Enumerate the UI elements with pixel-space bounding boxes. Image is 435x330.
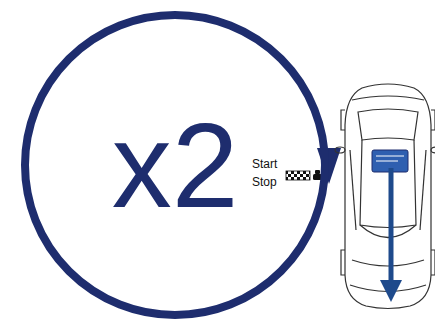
phase-label: Stop [252,176,277,188]
loop-circle: x2 [20,10,330,320]
circle-outline [25,15,325,315]
screen-line [376,156,404,157]
direction-arrowhead [380,280,402,302]
phase-label: Start [252,158,277,170]
direction-arrow [389,168,394,284]
repeat-count: x2 [112,105,239,225]
car-outline [335,84,435,309]
checkered-flag [286,171,310,180]
screen-line [376,161,398,162]
